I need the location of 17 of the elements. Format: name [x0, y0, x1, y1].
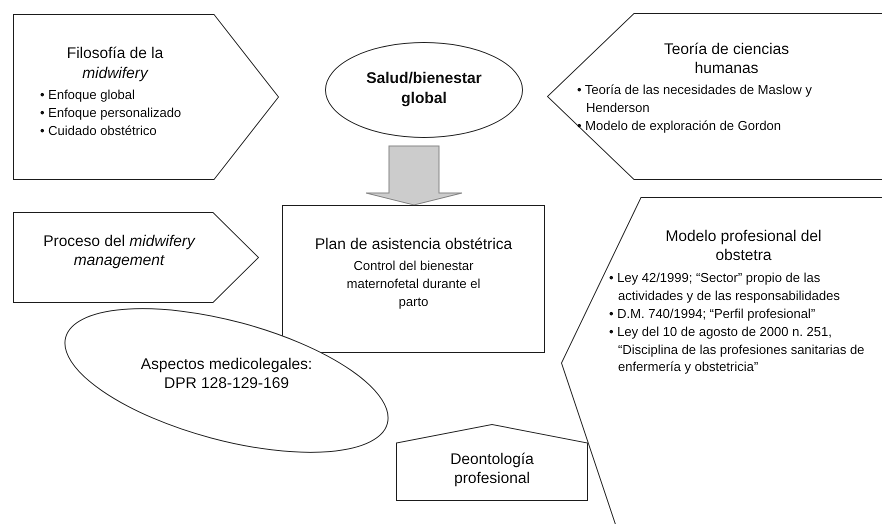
- bullet-text: • Ley del 10 de agosto de 2000 n. 251, “Disciplina de las profesiones sanitarias de enfermería y obstetricia”: [609, 322, 866, 376]
- bullet-text: • D.M. 740/1994; “Perfil profesional”: [609, 304, 816, 323]
- bullet-text: • Ley 42/1999; “Sector” propio de las actividades y de las responsabilidades: [609, 268, 841, 305]
- block-arrow: [366, 146, 462, 206]
- bullet-text: • Teoría de las necesidades de Maslow y Henderson: [577, 81, 813, 118]
- node-label: Salud/bienestar global: [365, 69, 483, 108]
- body-text: Control del bienestar maternofetal durante el parto: [346, 256, 482, 312]
- node-label: Proceso del midwifery management: [42, 232, 196, 270]
- heading-text: Modelo profesional del obstetra: [664, 227, 822, 266]
- heading-text: Plan de asistencia obstétrica: [314, 234, 512, 254]
- node-label: Aspectos medicolegales: DPR 128-129-169: [140, 354, 314, 394]
- heading-text: Filosofía de la midwifery: [66, 44, 164, 83]
- bullet-text: • Enfoque global: [40, 86, 136, 104]
- node-label: Deontología profesional: [449, 450, 535, 488]
- heading-text: Teoría de ciencias humanas: [663, 40, 790, 78]
- bullet-text: • Enfoque personalizado: [40, 104, 182, 122]
- bullet-text: • Cuidado obstétrico: [40, 122, 158, 140]
